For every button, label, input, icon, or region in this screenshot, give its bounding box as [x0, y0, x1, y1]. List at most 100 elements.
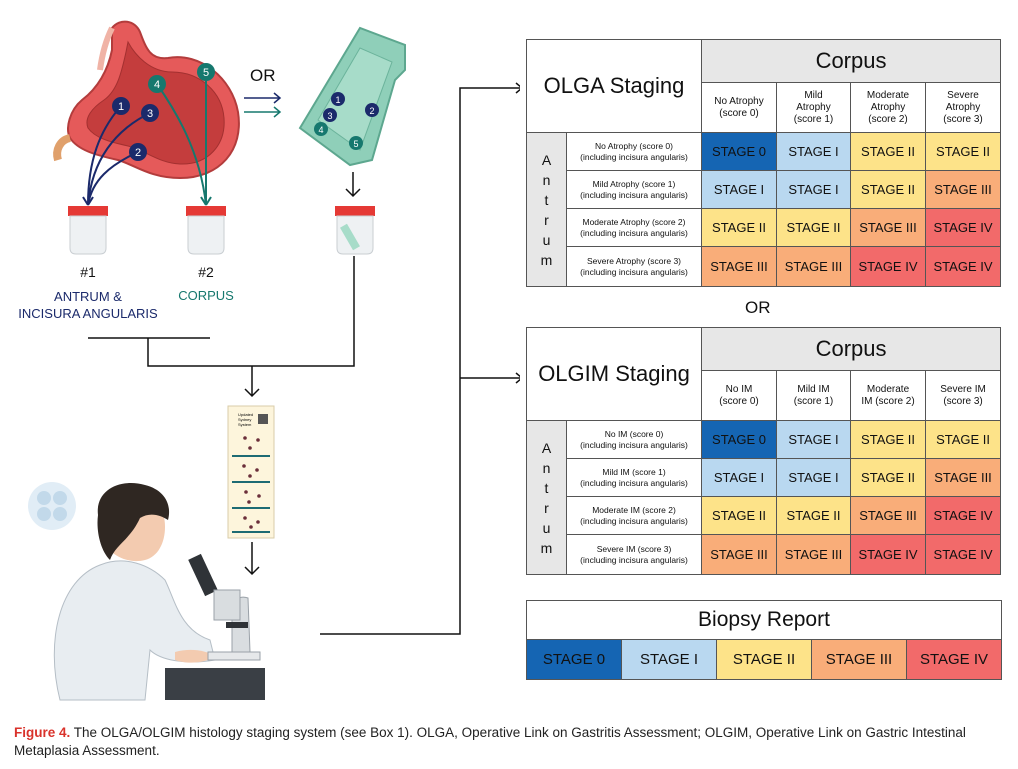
- olgim-stage-cell: STAGE I: [776, 420, 852, 459]
- olgim-col-header-0: No IM(score 0): [701, 370, 778, 421]
- olga-stage-cell: STAGE II: [850, 170, 926, 209]
- olgim-stage-cell: STAGE IV: [850, 534, 927, 575]
- microscope: [188, 553, 261, 661]
- report-stage-0: STAGE 0: [527, 640, 622, 679]
- marker-4: 4: [148, 75, 166, 93]
- olgim-col-header-line: Moderate: [866, 383, 910, 395]
- olga-col-header-line: Atrophy: [945, 101, 981, 113]
- olgim-stage-cell: STAGE II: [701, 496, 778, 535]
- specimen-container-2: [186, 206, 226, 255]
- olga-staging-table: OLGA Staging Corpus No Atrophy(score 0) M…: [526, 39, 1002, 287]
- olga-col-header-line: Moderate: [866, 89, 910, 101]
- svg-text:1: 1: [335, 95, 340, 105]
- microscope-slide: Updated Sydney System: [227, 405, 275, 539]
- olgim-stage-cell: STAGE IV: [925, 496, 1002, 535]
- olgim-row-header-line: Severe IM (score 3): [596, 543, 672, 554]
- sample-1-label-line1: ANTRUM &: [54, 289, 122, 304]
- antrum-letter: A: [541, 151, 552, 168]
- corpus-biopsy-lines: [156, 72, 212, 206]
- olgim-stage-cell: STAGE III: [850, 496, 927, 535]
- antrum-letter: m: [540, 251, 553, 268]
- olgim-row-header-1: Mild IM (score 1)(including incisura ang…: [565, 458, 703, 497]
- biopsy-report-title: Biopsy Report: [527, 601, 1001, 640]
- marker-3: 3: [141, 104, 159, 122]
- olga-stage-cell: STAGE I: [701, 170, 777, 209]
- olga-row-header-line: (including incisura angularis): [580, 266, 688, 277]
- connector-to-tables: [320, 82, 520, 635]
- olga-stage-cell: STAGE 0: [701, 132, 777, 171]
- olgim-row-header-line: No IM (score 0): [604, 428, 664, 439]
- olga-stage-cell: STAGE III: [776, 246, 851, 287]
- figure-caption: Figure 4. The OLGA/OLGIM histology stagi…: [14, 724, 1006, 760]
- marker-2: 2: [129, 143, 147, 161]
- antrum-letter: n: [542, 171, 551, 188]
- marker-1: 1: [112, 97, 130, 115]
- olga-stage-cell: STAGE III: [850, 208, 926, 247]
- olgim-stage-cell: STAGE III: [701, 534, 778, 575]
- olgim-col-header-line: Severe IM: [940, 383, 986, 395]
- olga-stage-cell: STAGE IV: [924, 246, 1002, 287]
- olgim-stage-cell: STAGE IV: [925, 534, 1002, 575]
- olgim-stage-cell: STAGE I: [776, 458, 852, 497]
- olga-stage-cell: STAGE II: [776, 208, 851, 247]
- olga-row-header-3: Severe Atrophy (score 3)(including incis…: [566, 246, 702, 287]
- olga-title: OLGA Staging: [526, 39, 702, 133]
- arrow-to-cassette: [244, 92, 282, 104]
- olga-col-header-line: No Atrophy: [714, 95, 764, 107]
- workflow-illustration: 1 3 2 4 5 1 2 3 4 5: [28, 20, 520, 701]
- olga-row-header-line: (including incisura angularis): [580, 189, 688, 200]
- caption-text: The OLGA/OLGIM histology staging system …: [14, 725, 966, 758]
- or-label-top: OR: [250, 66, 276, 85]
- specimen-container-1: [68, 206, 108, 255]
- olgim-row-header-0: No IM (score 0)(including incisura angul…: [565, 420, 703, 459]
- antrum-letter: u: [542, 231, 551, 248]
- report-stage-4: STAGE IV: [907, 640, 1001, 679]
- olga-corpus-header: Corpus: [700, 39, 1002, 83]
- svg-text:3: 3: [327, 111, 332, 121]
- olga-stage-cell: STAGE II: [850, 132, 926, 171]
- olgim-col-header-3: Severe IM(score 3): [925, 370, 1002, 421]
- olga-col-header-line: Atrophy: [870, 101, 906, 113]
- olga-stage-cell: STAGE I: [776, 170, 851, 209]
- olgim-title: OLGIM Staging: [525, 327, 703, 421]
- olga-stage-cell: STAGE III: [701, 246, 777, 287]
- specimen-container-3: [335, 206, 375, 255]
- olga-row: Severe Atrophy (score 3)(including incis…: [527, 246, 1002, 287]
- olgim-row: Moderate IM (score 2)(including incisura…: [527, 496, 1002, 535]
- svg-text:2: 2: [369, 106, 374, 116]
- olgim-stage-cell: STAGE 0: [701, 420, 778, 459]
- arrow-to-cassette-teal: [244, 106, 282, 118]
- olga-col-header-0: No Atrophy(score 0): [701, 82, 777, 133]
- olga-col-header-line: Atrophy: [796, 101, 831, 113]
- antrum-letter: u: [542, 519, 551, 536]
- olga-row-header-line: (including incisura angularis): [580, 227, 688, 238]
- olga-col-header-line: (score 1): [793, 113, 834, 125]
- olgim-col-header-line: (score 0): [719, 395, 759, 407]
- olgim-row-header-line: Moderate IM (score 2): [592, 504, 676, 515]
- svg-text:2: 2: [135, 147, 141, 159]
- olga-stage-cell: STAGE II: [924, 132, 1002, 171]
- olga-row-header-1: Mild Atrophy (score 1)(including incisur…: [566, 170, 702, 209]
- olga-row-header-line: No Atrophy (score 0): [595, 140, 673, 151]
- olgim-row-header-3: Severe IM (score 3)(including incisura a…: [565, 534, 703, 575]
- olgim-col-header-line: No IM: [725, 383, 753, 395]
- svg-text:System: System: [238, 422, 252, 427]
- olga-row-header-line: Severe Atrophy (score 3): [586, 255, 681, 266]
- antrum-letter: A: [541, 439, 552, 456]
- cells-icon: [28, 482, 76, 530]
- merge-connector: [88, 256, 355, 398]
- olga-stage-cell: STAGE I: [776, 132, 851, 171]
- olga-row-header-2: Moderate Atrophy (score 2)(including inc…: [566, 208, 702, 247]
- svg-text:4: 4: [318, 125, 323, 135]
- olgim-row: Severe IM (score 3)(including incisura a…: [527, 534, 1002, 575]
- report-stage-1: STAGE I: [622, 640, 717, 679]
